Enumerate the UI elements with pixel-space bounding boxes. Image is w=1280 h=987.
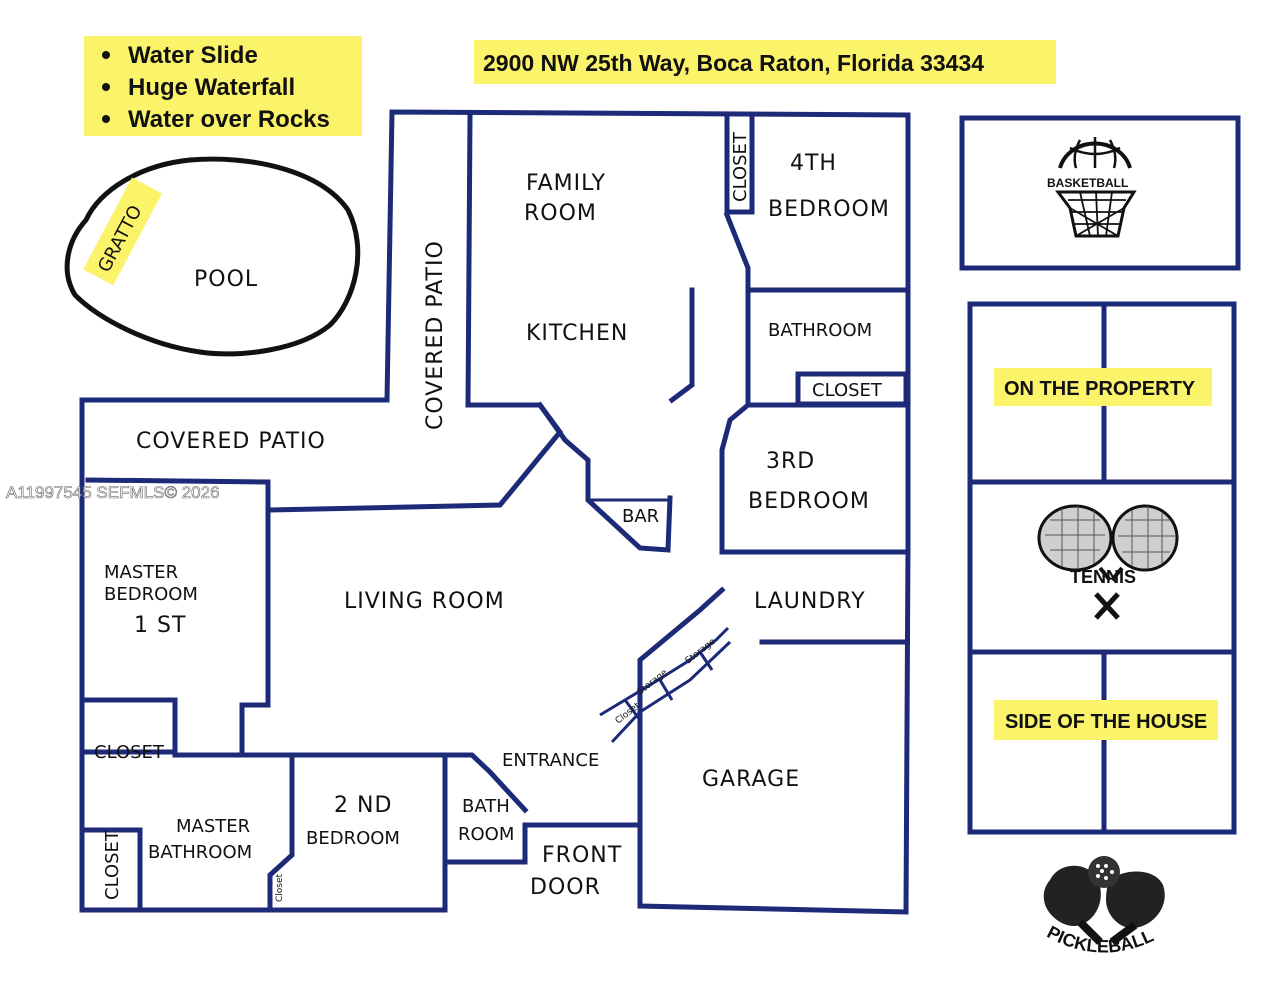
entrance-label: ENTRANCE [502,750,599,771]
storage-label-1: Storage [684,637,718,667]
bedroom4-label: 4TH [790,151,837,176]
family-room-label: FAMILY [526,171,606,196]
house-walls [79,109,911,915]
kitchen-label: KITCHEN [526,321,628,346]
master-bathroom-label: MASTER [176,816,250,837]
covered-patio-vertical-label: COVERED PATIO [423,240,448,430]
bath-room-label-2: ROOM [458,824,514,845]
bar-label: BAR [622,506,659,527]
closet-vertical-label: CLOSET [102,829,123,900]
family-room-label-2: ROOM [524,201,597,226]
on-property-highlight [994,368,1212,406]
features-list: Water Slide Huge Waterfall Water over Ro… [102,42,330,133]
address-highlight [474,40,1056,84]
garage-label: GARAGE [702,767,800,792]
bullet-icon [102,83,110,91]
bedroom3-label-2: BEDROOM [748,489,870,514]
feature-item: Water over Rocks [128,106,330,133]
features-highlight [84,36,362,136]
closet-right-label: CLOSET [812,380,883,401]
bullet-icon [102,51,110,59]
address-label: 2900 NW 25th Way, Boca Raton, Florida 33… [483,50,984,76]
bedroom2-label-2: BEDROOM [306,828,400,849]
pickleball-label-wrap: PICKLEBALL [1044,922,1157,957]
on-property-label: ON THE PROPERTY [1004,378,1196,400]
front-door-label: FRONT [542,843,622,868]
gratto-label-group: GRATTO [83,177,163,286]
bedroom3-label: 3RD [766,449,815,474]
master-bedroom-label-3: 1 ST [134,613,186,638]
covered-patio-label: COVERED PATIO [136,429,326,454]
closet-top-label: CLOSET [730,131,751,202]
pickleball-icon [1043,856,1165,946]
living-room-label: LIVING ROOM [344,589,505,614]
bath-room-label: BATH [462,796,510,817]
basketball-label: BASKETBALL [1047,176,1128,190]
closet-mini-label: Closet [275,873,285,902]
basketball-court [959,115,1241,271]
bedroom4-label-2: BEDROOM [768,197,890,222]
room-labels: COVERED PATIO COVERED PATIO FAMILY ROOM … [94,131,890,902]
bedroom2-label: 2 ND [334,793,392,818]
pool-outline [64,156,361,357]
crossed-handles-icon [1094,592,1120,620]
feature-item: Water Slide [128,42,258,69]
bullet-icon [102,115,110,123]
side-house-label: SIDE OF THE HOUSE [1005,711,1207,733]
side-house-highlight [994,700,1218,740]
master-bathroom-label-2: BATHROOM [148,842,252,863]
front-door-label-2: DOOR [530,875,601,900]
tennis-rackets-icon [1037,504,1179,582]
master-bedroom-label-2: BEDROOM [104,584,198,605]
master-bedroom-label: MASTER [104,562,178,583]
feature-item: Huge Waterfall [128,74,295,101]
closet-left-label: CLOSET [94,742,165,763]
pool-label: POOL [194,267,258,292]
pickleball-label: PICKLEBALL [1044,922,1157,957]
laundry-label: LAUNDRY [754,589,866,614]
tennis-label: TENNIS [1070,567,1136,587]
watermark: A11997545 SEFMLS© 2026 [6,483,220,502]
gratto-highlight [83,177,163,286]
bathroom-right-label: BATHROOM [768,320,872,341]
basketball-icon: BASKETBALL [1047,137,1137,238]
